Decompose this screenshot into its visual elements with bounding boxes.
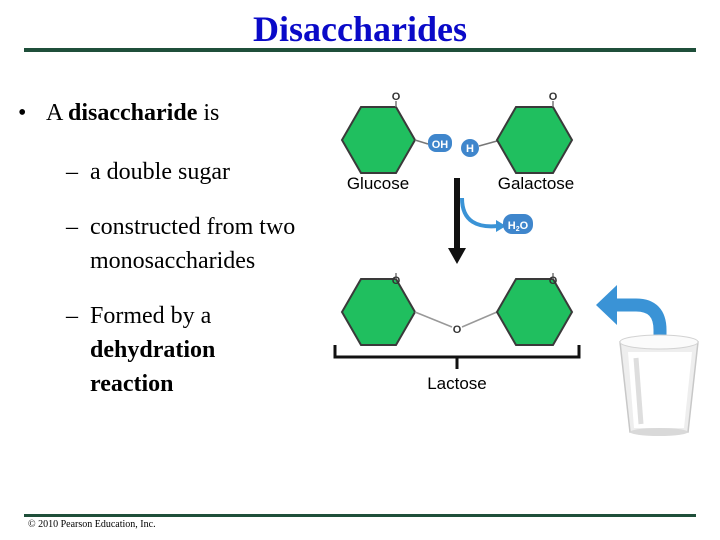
hydroxyl-group: OH [428,134,452,152]
milk-glass-icon [619,334,699,436]
ring-oxygen-label: O [549,275,558,287]
sub-line-2-bold: dehydration [90,337,216,363]
ring-oxygen-label: O [392,275,401,287]
water-release-arrow [460,197,506,232]
sub-line-3-bold: reaction [90,371,174,397]
bridge-oxygen-label: O [453,324,462,336]
h-label: H [466,143,474,155]
reaction-arrow [448,178,466,264]
bullet-prefix: A [46,100,69,126]
ring-oxygen-label: O [549,91,558,103]
hydrogen-atom: H [461,139,498,157]
galactose-ring: O [495,91,574,174]
title-divider [24,48,696,52]
sub-dash: – [66,303,78,329]
milk-arrow [596,285,667,342]
water-molecule: H2O [503,214,533,234]
oh-label: OH [432,139,449,151]
bullet-suffix: is [197,100,220,126]
water-label: H2O [508,220,529,233]
sub-line-2: monosaccharides [90,248,256,274]
glucose-ring: O [340,91,429,174]
sub-line-1: Formed by a [90,303,212,329]
bullet-bold-term: disaccharide [68,100,198,126]
lactose-label: Lactose [427,374,487,393]
lactose-glucose-ring: O [340,273,417,346]
glycosidic-bond: O [414,311,498,336]
ring-oxygen-label: O [392,91,401,103]
footer-divider [24,514,696,517]
water-h: H [508,220,516,232]
sub-text: constructed from two monosaccharides [90,210,295,278]
glucose-label: Glucose [347,174,409,193]
sub-dash: – [66,159,78,185]
water-subscript: 2 [516,226,520,233]
sub-text: a double sugar [90,159,230,185]
sub-text: Formed by a dehydration reaction [90,299,215,401]
sub-dash: – [66,214,78,240]
lactose-bracket [333,345,581,369]
slide-title: Disaccharides [253,9,467,49]
lactose-galactose-ring: O [495,273,574,346]
galactose-label: Galactose [498,174,575,193]
water-o: O [520,220,529,232]
sub-line-1: constructed from two [90,214,296,240]
bullet-dot: • [18,100,27,126]
bullet-text: A disaccharide is [46,100,219,127]
copyright-footer: © 2010 Pearson Education, Inc. [28,519,156,530]
